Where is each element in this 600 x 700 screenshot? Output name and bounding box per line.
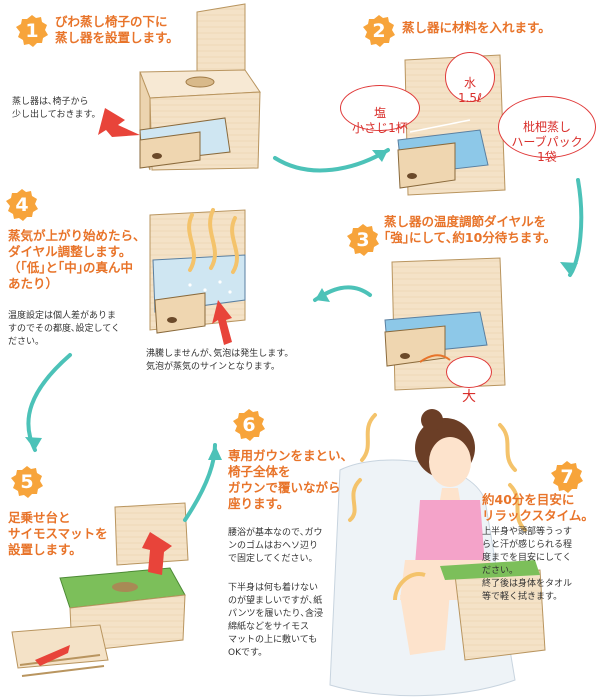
step-6-title: 専用ガウンをまとい、 椅子全体を ガウンで覆いながら 座ります。	[228, 448, 354, 511]
arrow-4-to-5	[26, 353, 72, 452]
herb-pack-bubble: 枇杷蒸し ハーブパック 1袋	[498, 96, 596, 164]
step2-chair-illustration	[397, 54, 506, 196]
step4-chair-illustration	[149, 208, 246, 345]
step-6-number: 6	[242, 414, 256, 436]
water-bubble: 水 1.5ℓ	[445, 52, 495, 105]
step-7-badge: 7	[550, 460, 584, 494]
step-6-note-1: 腰浴が基本なので､ガウ ンのゴムはおヘソ辺り で固定してください。	[228, 528, 323, 564]
step-4-badge: 4	[5, 188, 39, 222]
step-7-title: 約40分を目安に リラックスタイム。	[482, 492, 594, 523]
flow-arrowheads	[25, 150, 578, 460]
dial-max-bubble: 大	[446, 356, 492, 405]
step-4-number: 4	[15, 194, 29, 216]
step-5-badge: 5	[10, 465, 44, 499]
step-3-badge: 3	[346, 223, 380, 257]
arrow-1-to-2	[273, 148, 390, 173]
step-1-badge: 1	[15, 14, 49, 48]
step-1-number: 1	[25, 20, 39, 42]
step-5-title: 足乗せ台と サイモスマットを 設置します。	[8, 510, 108, 557]
herb-pack-bubble-text: 枇杷蒸し ハーブパック 1袋	[511, 120, 583, 164]
water-bubble-text: 水 1.5ℓ	[457, 76, 483, 105]
step-4-title: 蒸気が上がり始めたら、 ダイヤル調整します。 （｢低｣と｢中｣の真ん中 あたり）	[8, 228, 146, 291]
step5-chair-illustration	[11, 502, 189, 677]
step-3-number: 3	[356, 229, 370, 251]
step-6-badge: 6	[232, 408, 266, 442]
step-2-title: 蒸し器に材料を入れます。	[402, 20, 551, 35]
step-7-number: 7	[560, 466, 574, 488]
step-6-note-2: 下半身は何も着けない のが望ましいですが､紙 パンツを履いたり､含浸 綿紙などを…	[228, 583, 323, 658]
step-1-note: 蒸し器は､椅子から 少し出しておきます。	[12, 97, 101, 120]
step-4-note: 温度設定は個人差がありま すのでその都度､設定してく ださい。	[8, 311, 120, 347]
step-3-title: 蒸し器の温度調節ダイヤルを ｢強｣にして､約10分待ちます。	[384, 214, 557, 245]
step7-woman-illustration	[329, 409, 546, 697]
step-5-number: 5	[20, 471, 34, 493]
step1-chair-illustration	[98, 3, 261, 171]
salt-bubble: 塩 小さじ1杯	[340, 85, 420, 135]
step-2-badge: 2	[362, 14, 396, 48]
step-2-number: 2	[372, 20, 386, 42]
step-4-caption: 沸騰しませんが､気泡は発生します。 気泡が蒸気のサインとなります。	[146, 349, 294, 372]
dial-max-text: 大	[462, 389, 476, 405]
salt-bubble-text: 塩 小さじ1杯	[352, 106, 408, 135]
step-1-title: びわ蒸し椅子の下に 蒸し器を設置します。	[55, 14, 179, 45]
step-7-note: 上半身や頭部等うっす らと汗が感じられる程 度までを目安にしてく ださい。 終了…	[482, 527, 573, 602]
